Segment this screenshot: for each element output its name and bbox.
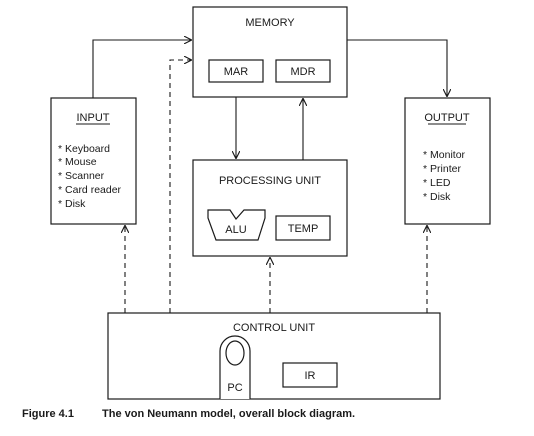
- processing-unit-title: PROCESSING UNIT: [219, 175, 321, 187]
- input-title: INPUT: [77, 112, 110, 124]
- figure-caption: The von Neumann model, overall block dia…: [102, 408, 356, 420]
- pc-register: PC: [219, 335, 251, 399]
- ir-register: IR: [282, 362, 338, 388]
- output-item: * LED: [423, 177, 451, 189]
- mdr-label: MDR: [290, 66, 315, 78]
- mdr-register: MDR: [275, 59, 331, 83]
- control-to-memory-arrow: [169, 60, 191, 313]
- input-block: INPUT * Keyboard * Mouse * Scanner * Car…: [50, 97, 137, 225]
- processing-unit-block: PROCESSING UNIT ALU TEMP: [192, 159, 348, 257]
- input-item: * Mouse: [58, 156, 97, 168]
- memory-to-output-arrow: [347, 39, 447, 96]
- alu-label: ALU: [225, 224, 246, 236]
- input-item: * Scanner: [58, 170, 105, 182]
- temp-label: TEMP: [288, 223, 319, 235]
- output-item: * Disk: [423, 191, 451, 203]
- mar-register: MAR: [208, 59, 264, 83]
- output-item: * Printer: [423, 163, 461, 175]
- memory-block: MEMORY MAR MDR: [192, 6, 348, 98]
- von-neumann-diagram: MEMORY MAR MDR INPUT * Keyboard * Mouse …: [50, 6, 491, 400]
- control-unit-block: CONTROL UNIT PC IR: [107, 312, 441, 400]
- temp-register: TEMP: [275, 215, 331, 241]
- pc-label: PC: [227, 382, 242, 394]
- output-block: OUTPUT * Monitor * Printer * LED * Disk: [404, 97, 491, 225]
- figure-number: Figure 4.1: [22, 408, 74, 420]
- mar-label: MAR: [224, 66, 249, 78]
- output-title: OUTPUT: [424, 112, 470, 124]
- input-item: * Card reader: [58, 184, 122, 196]
- input-item: * Keyboard: [58, 143, 110, 155]
- memory-title: MEMORY: [245, 17, 295, 29]
- control-unit-title: CONTROL UNIT: [233, 322, 315, 334]
- input-to-memory-arrow: [92, 40, 191, 98]
- output-item: * Monitor: [423, 149, 466, 161]
- ir-label: IR: [305, 370, 316, 382]
- input-item: * Disk: [58, 198, 86, 210]
- alu-unit: ALU: [207, 209, 266, 241]
